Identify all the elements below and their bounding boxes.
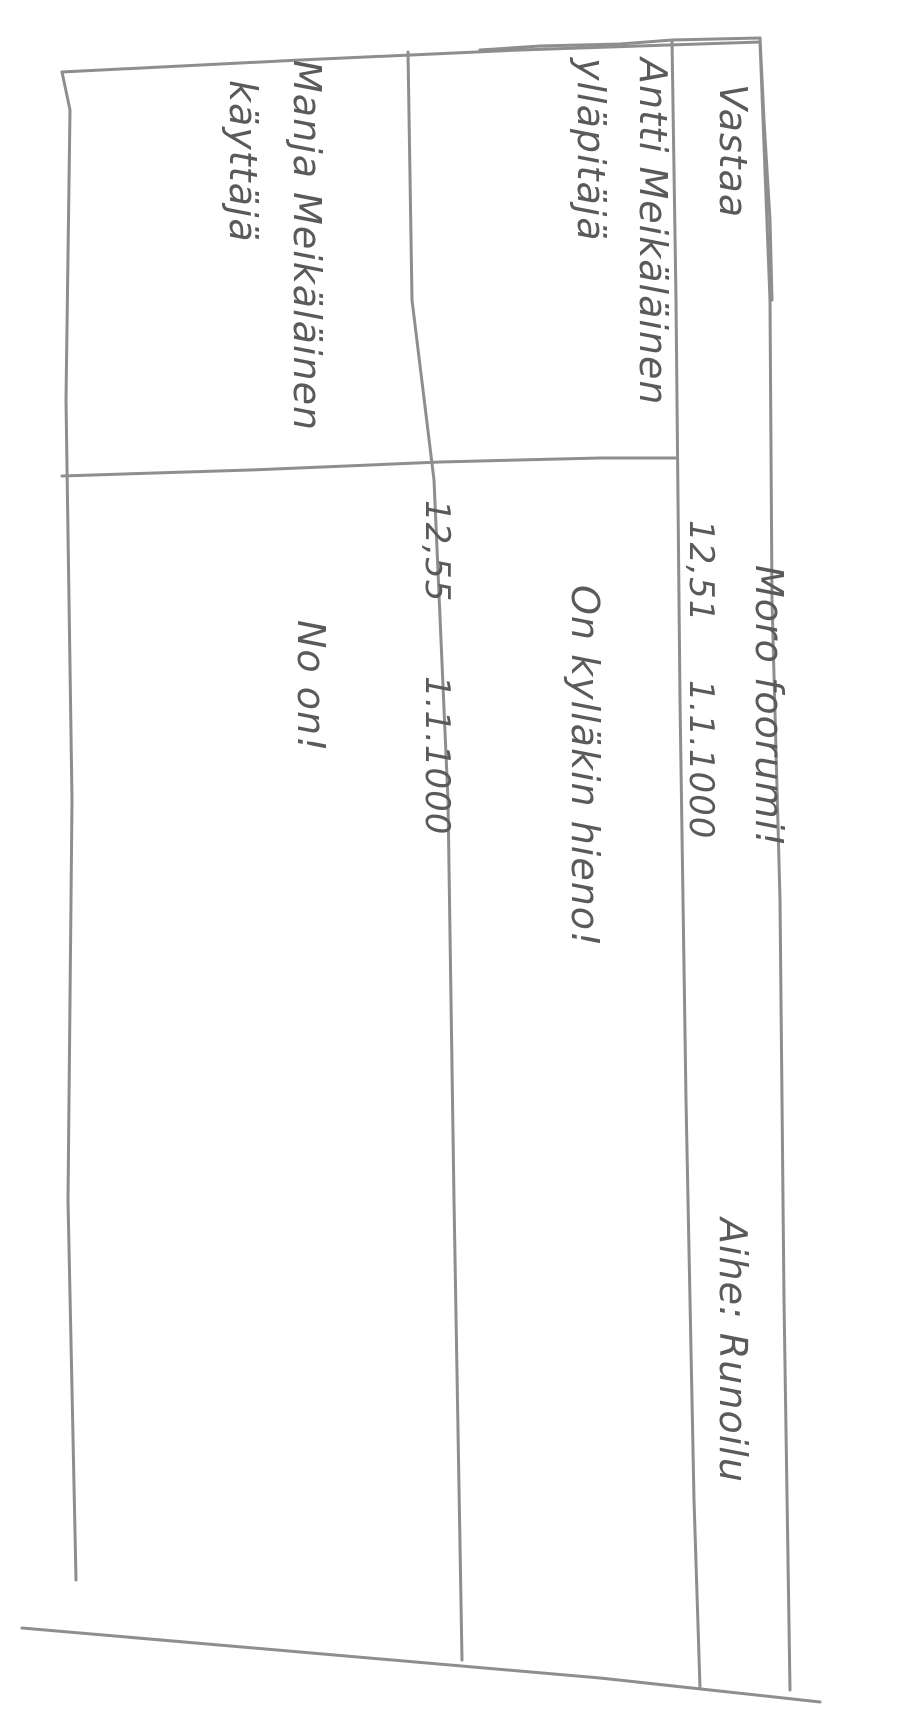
- post-1-timestamp: 12,51: [681, 520, 721, 623]
- post-2-author-name[interactable]: Manja Meikäläinen: [285, 60, 329, 432]
- post-1-message-line1: Moro foorumi!: [747, 565, 791, 848]
- outer-frame-bottom: [20, 1626, 822, 1704]
- outer-frame-top: [60, 40, 762, 74]
- post-1-author-role: ylläpitäjä: [569, 58, 613, 242]
- post-1-message-line2: On kylläkin hieno!: [563, 585, 607, 948]
- reply-button-box-right: [758, 36, 774, 302]
- row-divider: [406, 50, 464, 1662]
- reply-button-box-top: [478, 36, 762, 52]
- post-1-date: 1.1.1000: [681, 680, 721, 840]
- post-2-message-line1: No on!: [289, 620, 333, 753]
- post-2-date: 1.1.1000: [417, 676, 457, 836]
- outer-frame-right: [758, 40, 792, 1692]
- post-1-author-name[interactable]: Antti Meikäläinen: [631, 58, 675, 406]
- outer-frame-left: [60, 70, 78, 1582]
- post-2-timestamp: 12,55: [417, 500, 457, 603]
- topic-bar-left-edge: [670, 38, 702, 1690]
- author-column-divider: [60, 456, 678, 478]
- topic-title: Aihe: Runoilu: [711, 1218, 755, 1483]
- post-2-author-role: käyttäjä: [221, 80, 265, 243]
- reply-button-label: Vastaa: [711, 84, 755, 219]
